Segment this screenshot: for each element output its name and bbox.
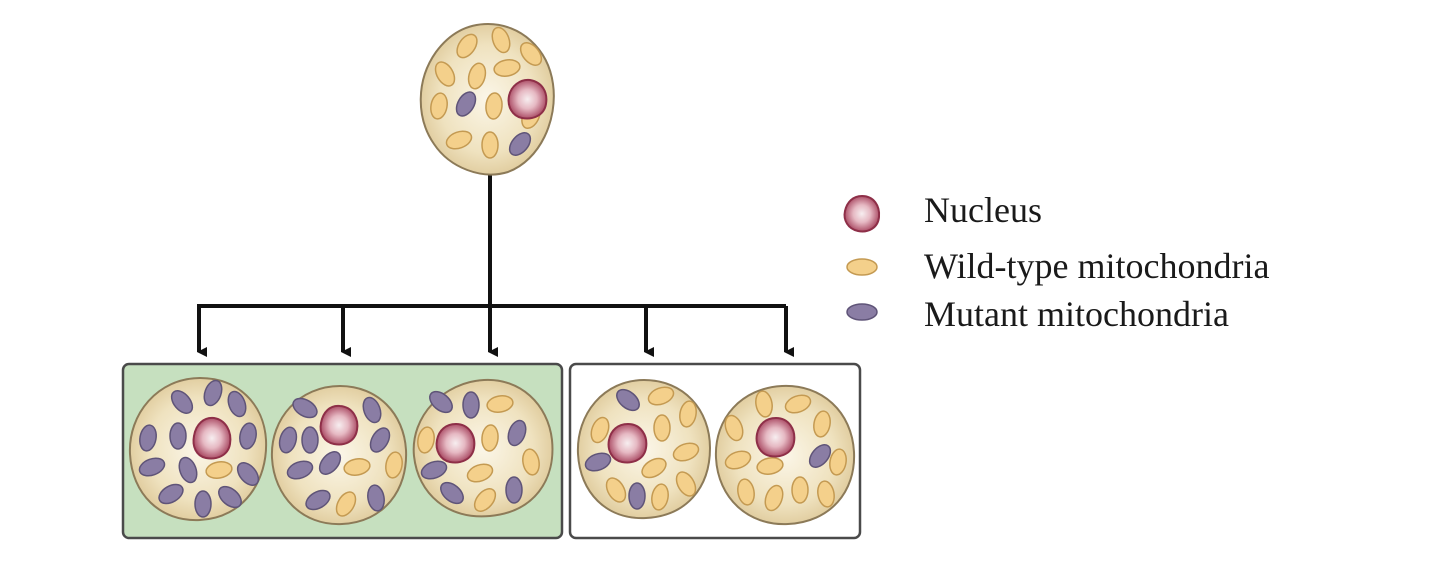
legend-item-nucleus: Nucleus [843,190,1042,233]
mutant-mitochondria [278,396,391,512]
nucleus [319,404,359,446]
mutant-mitochondrion-swatch-icon [846,303,878,321]
daughter-cell-5 [714,384,856,526]
nucleus [607,422,648,464]
nucleus [435,422,476,464]
mutant-mitochondria [455,91,532,156]
legend-item-wild-type: Wild-type mitochondria [846,246,1269,286]
lineage-arrows [197,175,794,357]
parent-cell [419,22,555,176]
legend: Nucleus Wild-type mitochondria Mutant mi… [843,190,1269,334]
daughter-cell-2 [270,384,408,526]
daughter-cell-1 [128,376,268,522]
mutant-mitochondria [584,388,646,510]
nucleus [192,416,232,460]
wild-type-mitochondria [335,451,403,517]
wild-type-mitochondria [430,26,543,159]
nucleus [507,78,548,120]
daughter-cell-3 [412,378,554,518]
wild-type-mitochondria [590,386,700,511]
daughter-cell-4 [576,378,712,520]
legend-label-mutant: Mutant mitochondria [924,294,1229,334]
legend-label-wild-type: Wild-type mitochondria [924,246,1269,286]
mutant-mitochondria [420,390,527,505]
mutant-mitochondria [138,379,260,518]
mutant-mitochondria [808,444,832,468]
legend-item-mutant: Mutant mitochondria [846,294,1229,334]
wild-type-mitochondria [724,390,847,512]
nucleus [755,416,796,458]
legend-label-nucleus: Nucleus [924,190,1042,230]
wild-type-mitochondria [417,395,540,512]
wild-type-mitochondria [205,461,233,479]
nucleus-swatch-icon [843,194,881,233]
wild-type-mitochondrion-swatch-icon [846,258,878,276]
